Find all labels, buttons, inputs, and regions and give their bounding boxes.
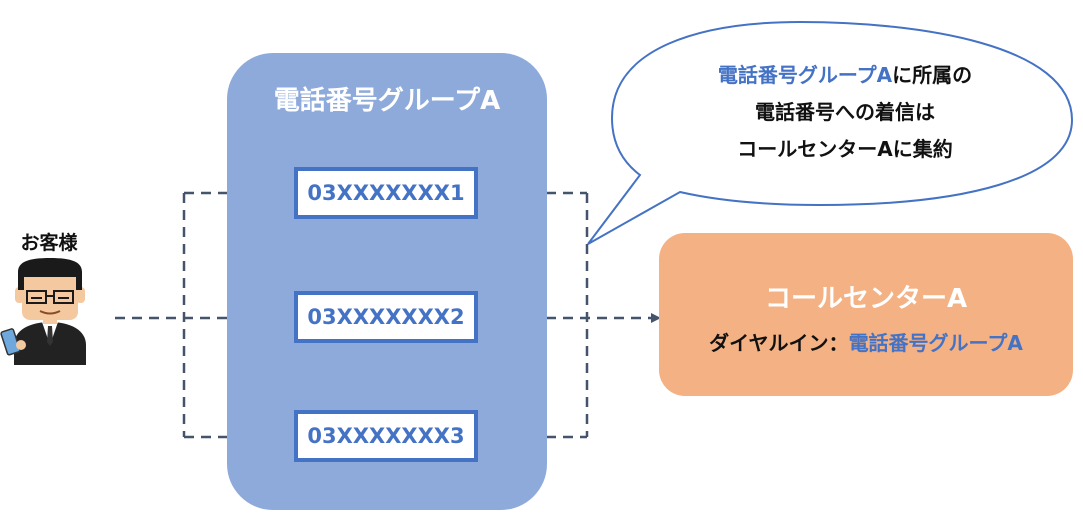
- customer-label: お客様: [20, 232, 78, 254]
- call-center-dialin: ダイヤルイン：電話番号グループA: [659, 327, 1073, 356]
- call-center-box: [659, 233, 1073, 396]
- callout-line-1-highlight: 電話番号グループA: [717, 63, 893, 87]
- callout-line-1: 電話番号グループAに所属の: [620, 59, 1070, 88]
- dialin-value: 電話番号グループA: [848, 331, 1023, 355]
- phone-number-box-1: 03XXXXXXX1: [294, 167, 478, 219]
- callout-line-3: コールセンターAに集約: [737, 137, 953, 161]
- phone-number-box-3: 03XXXXXXX3: [294, 410, 478, 462]
- call-center-title: コールセンターA: [764, 284, 968, 314]
- phone-number-box-2: 03XXXXXXX2: [294, 291, 478, 343]
- callout-line-2: 電話番号への着信は: [755, 100, 935, 124]
- callout-bubble: [587, 20, 1074, 245]
- customer-businessman-icon: [14, 258, 86, 365]
- group-title: 電話番号グループA: [273, 86, 501, 116]
- callout-line-1-rest: に所属の: [892, 63, 973, 87]
- dialin-label: ダイヤルイン：: [709, 331, 849, 355]
- smartphone-icon: [0, 328, 26, 356]
